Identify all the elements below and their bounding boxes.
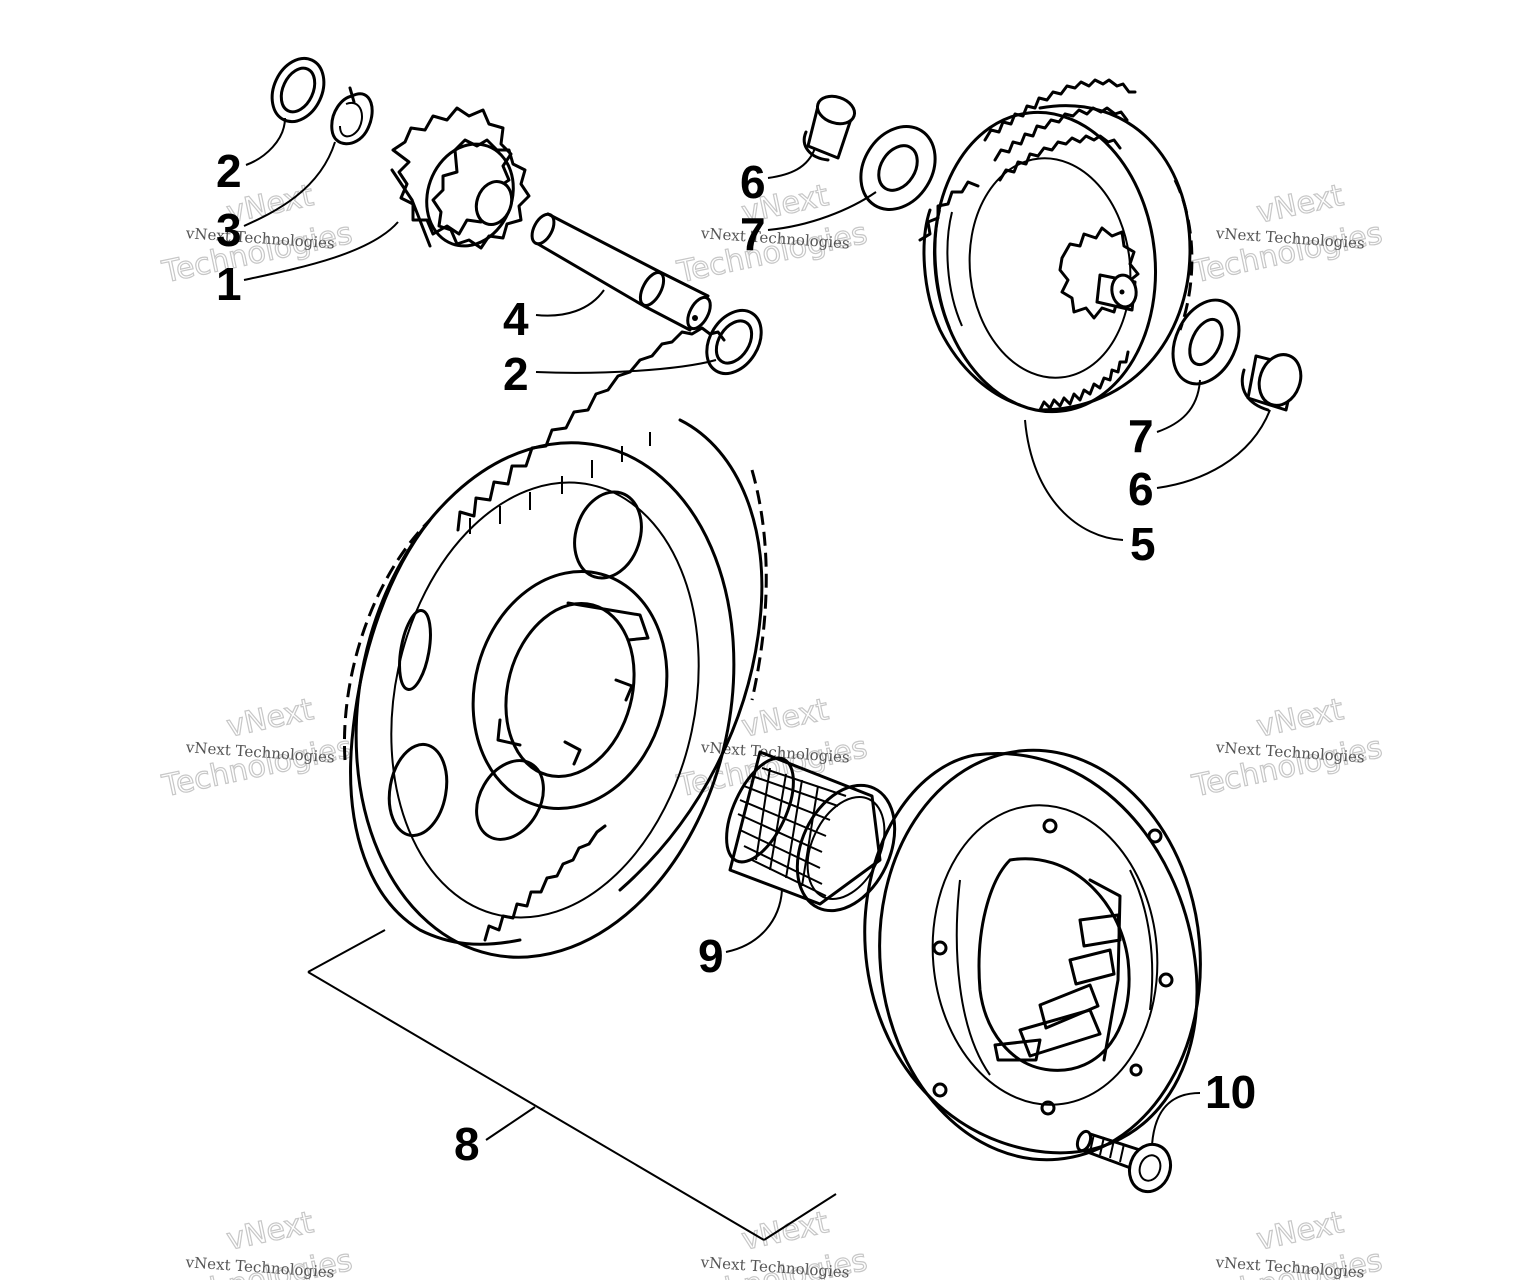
callout-3: 3 xyxy=(216,204,242,256)
watermark-grid: vNext Technologies vNext Technologies vN… xyxy=(158,178,1386,1280)
bushing-part-6-upper xyxy=(802,94,857,162)
needle-bearing-part-9 xyxy=(725,750,897,913)
callout-9: 9 xyxy=(698,930,724,982)
shaft-part-4 xyxy=(530,212,712,332)
callout-1: 1 xyxy=(216,258,242,310)
callout-6-lower: 6 xyxy=(1128,463,1154,515)
circlip-part-3 xyxy=(330,86,374,146)
driven-gear-part-8 xyxy=(342,326,768,959)
callout-5: 5 xyxy=(1130,518,1156,570)
washer-part-2-upper xyxy=(270,56,326,124)
bracket-part-8 xyxy=(307,929,837,1241)
callout-2-upper: 2 xyxy=(216,145,242,197)
bushing-part-6-lower xyxy=(1240,353,1303,412)
pinion-gear-part-1 xyxy=(390,106,531,250)
callout-7-upper: 7 xyxy=(740,208,766,260)
callout-2-lower: 2 xyxy=(503,348,529,400)
watermark-big-top: vNext xyxy=(224,1205,317,1258)
watermark-big-top: vNext xyxy=(1254,692,1347,745)
watermark-big-top: vNext xyxy=(224,692,317,745)
leader-lines xyxy=(243,117,1271,1146)
callout-8: 8 xyxy=(454,1118,480,1170)
one-way-clutch-housing xyxy=(863,748,1202,1162)
bolt-part-10 xyxy=(1075,1129,1173,1194)
callout-labels: 2 3 1 4 2 6 7 7 6 5 9 8 10 xyxy=(216,145,1256,1170)
watermark-big-top: vNext xyxy=(1254,178,1347,231)
washer-part-7-lower xyxy=(1171,298,1241,386)
callout-4: 4 xyxy=(503,293,529,345)
callout-7-lower: 7 xyxy=(1128,410,1154,462)
watermark-big-top: vNext xyxy=(1254,1205,1347,1258)
double-gear-part-5 xyxy=(918,78,1194,414)
callout-6-upper: 6 xyxy=(740,156,766,208)
watermark-big-top: vNext xyxy=(739,1205,832,1258)
washer-part-7-upper xyxy=(859,125,937,211)
callout-10: 10 xyxy=(1205,1066,1256,1118)
